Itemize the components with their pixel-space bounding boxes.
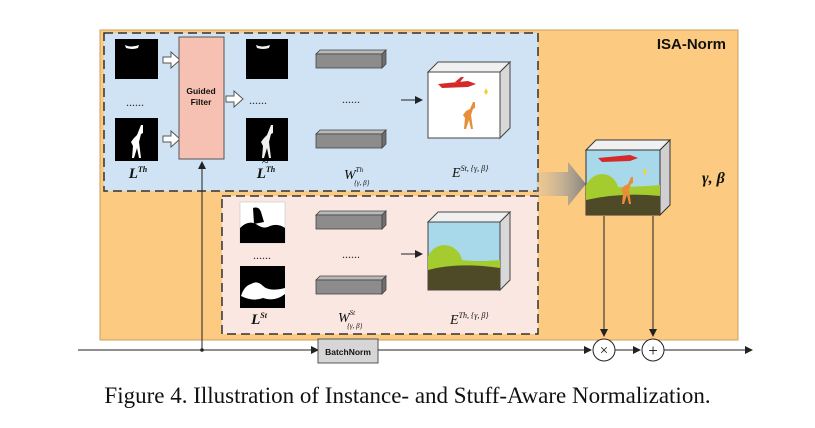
stuff-mask-label: LSt [250,311,268,328]
panel-title: ISA-Norm [657,36,726,53]
add-symbol: + [648,341,658,360]
thing-weight-bar-top [315,49,387,69]
batchnorm-label: BatchNorm [325,347,371,357]
stuff-mask-top [239,201,286,244]
thing-mask-bottom [115,118,158,161]
merge-arrow [536,162,586,206]
thing-mask-dots: ...... [126,95,144,109]
thing-weight-bar-bottom [315,129,387,149]
filtered-mask-bottom [246,118,288,161]
guided-filter-block [178,36,225,160]
thing-mask-top [115,39,158,79]
guided-filter-label-1: Guided [186,86,215,96]
stuff-weight-bar-top [315,210,387,230]
tilde-mark: ~ [262,155,269,169]
mask-arrow-top [162,50,181,70]
thing-weight-label: WTh{γ, β} [344,166,370,187]
filtered-mask-top [246,39,288,79]
stuff-mask-dots: ...... [253,248,271,262]
filtered-mask-label: LTh [256,165,276,182]
guided-filter-dots: ...... [249,93,267,107]
isa-norm-diagram: ISA-Norm ...... LTh Guided Filter ......… [78,29,753,364]
stuff-weight-label: WSt{γ, β} [338,309,363,330]
thing-embedding-cube [426,60,512,140]
stuff-weight-bar-bottom [315,275,387,295]
stuff-embedding-cube [426,210,512,292]
guided-filter-output-arrow [225,89,244,109]
thing-mask-label: LTh [128,165,148,182]
stuff-weight-dots: ...... [342,247,360,261]
stuff-mask-bottom [240,266,285,308]
thing-weight-dots: ...... [342,92,360,106]
branch-point [200,348,204,352]
figure-caption: Figure 4. Illustration of Instance- and … [104,383,711,408]
multiply-symbol: × [600,343,608,359]
mask-arrow-bottom [162,129,181,149]
combined-output-cube [584,138,672,217]
output-params-label: γ, β [702,170,726,187]
stuff-embed-label: ETh, {γ, β} [449,311,489,328]
guided-filter-label-2: Filter [191,97,212,107]
thing-embed-label: ESt, {γ, β} [451,164,489,181]
batchnorm-block [317,338,379,364]
